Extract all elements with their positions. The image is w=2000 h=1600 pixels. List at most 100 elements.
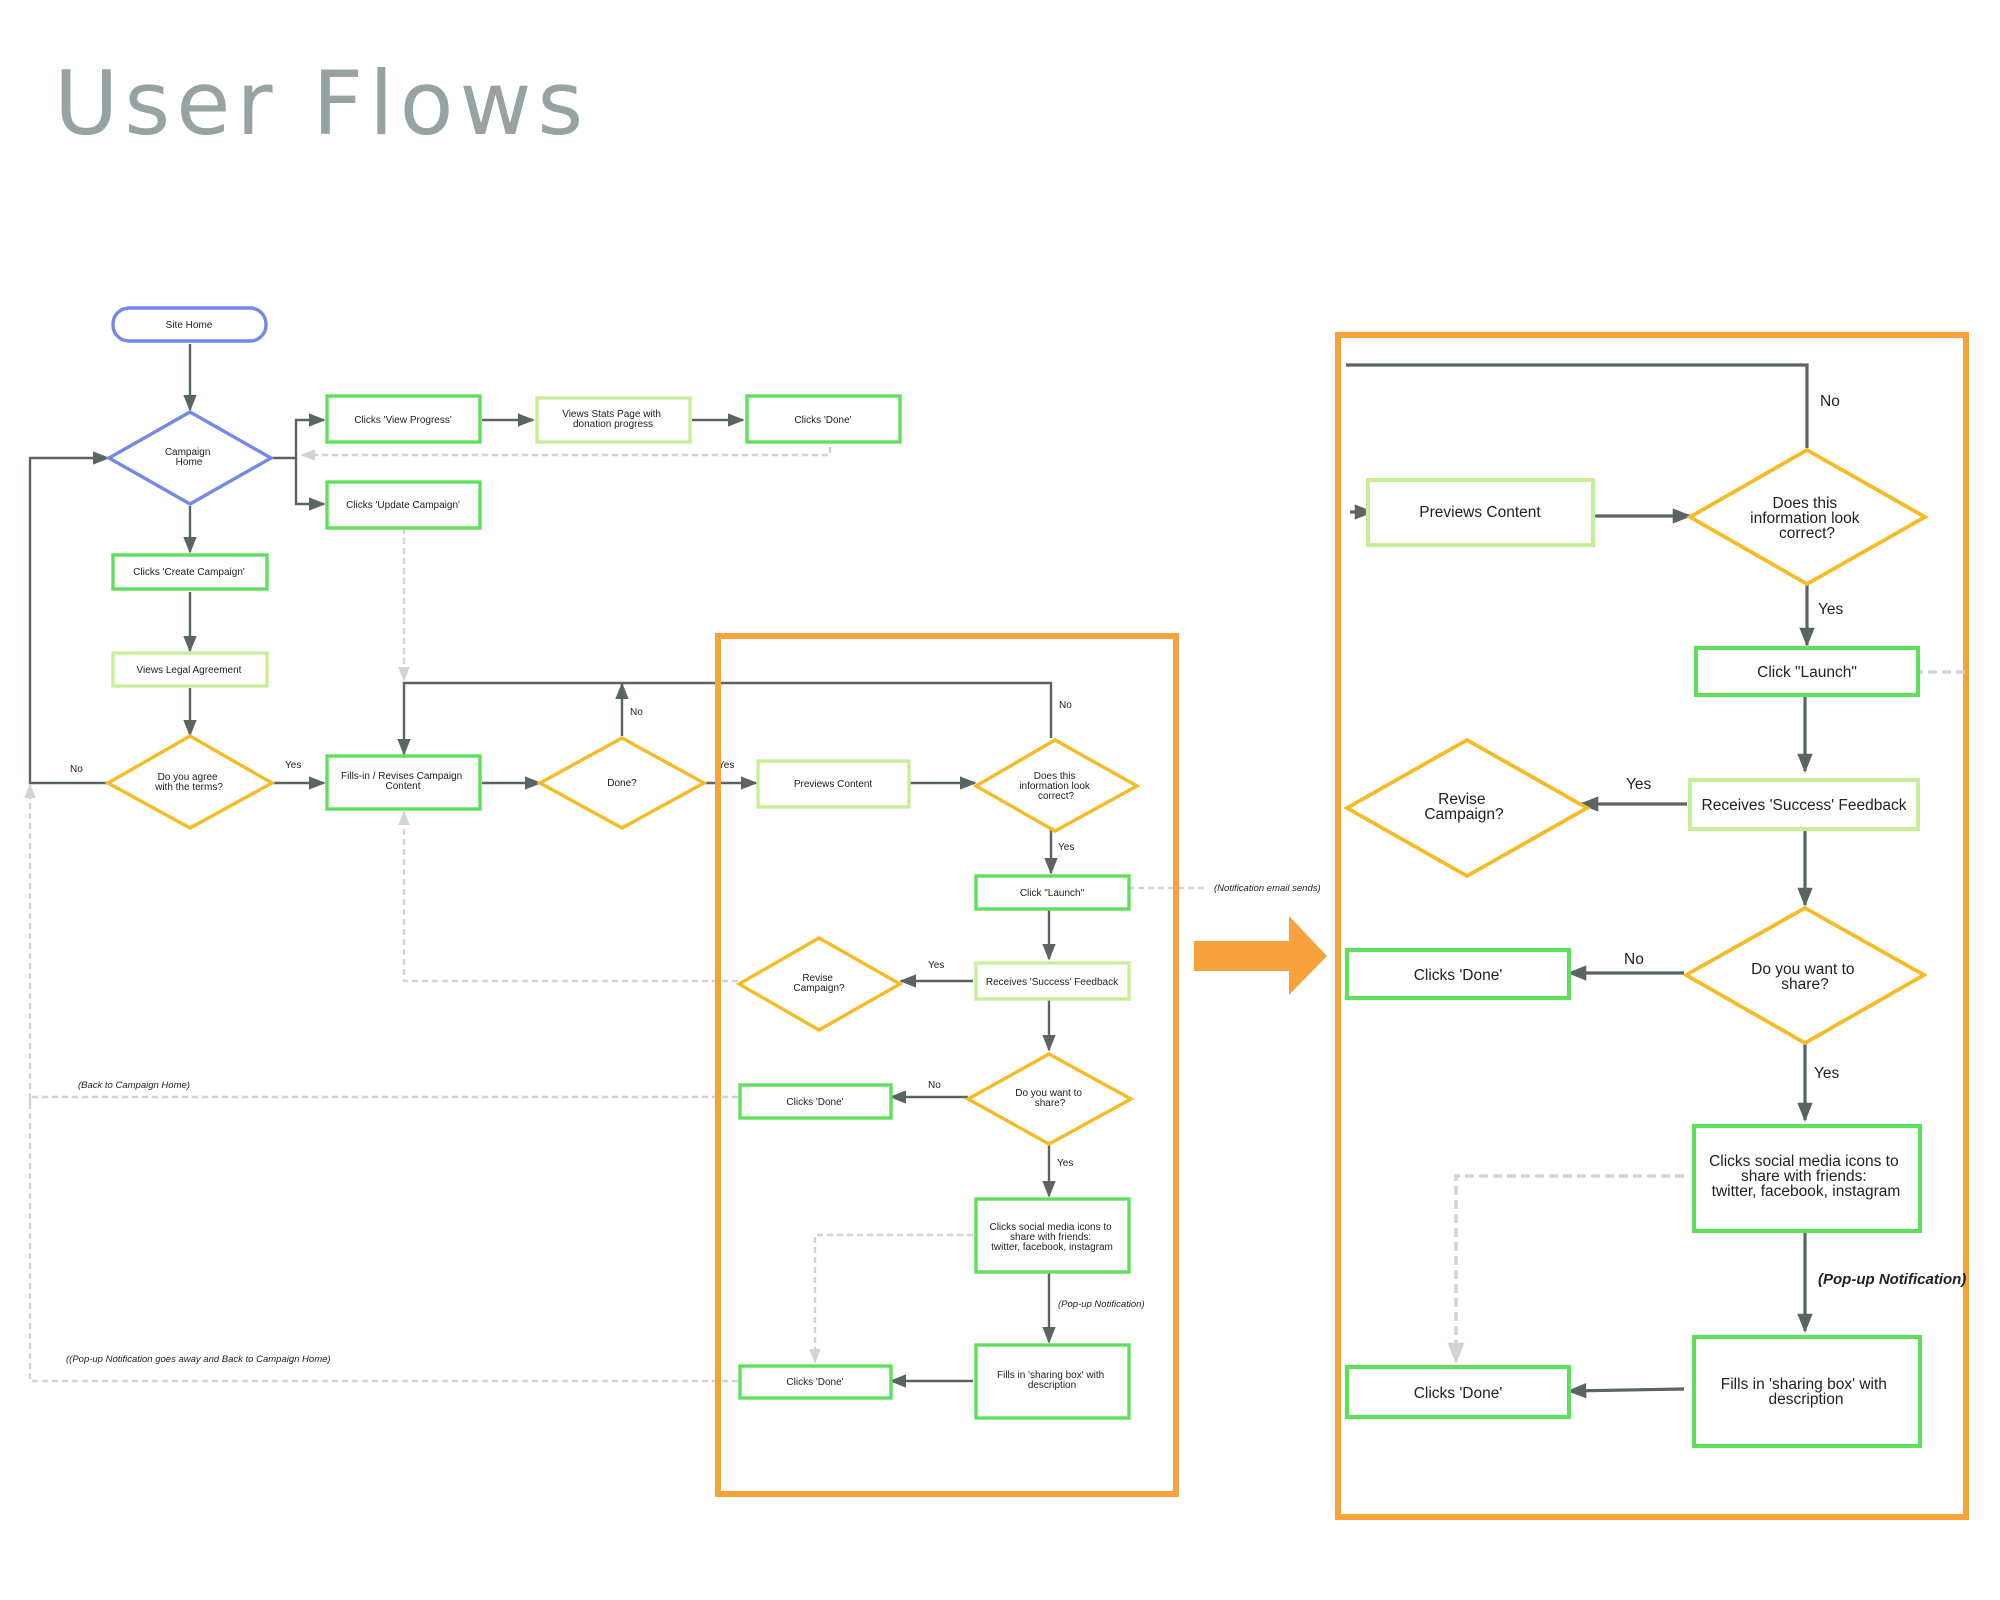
- node-stats-page: [535, 396, 692, 444]
- page-title: User Flows: [54, 52, 590, 155]
- label-no-info-zoom: No: [1820, 393, 1840, 410]
- fills-in-line-1: Fills-in / Revises Campaign: [341, 771, 462, 782]
- done-final-small-label: Clicks 'Done': [786, 1377, 843, 1388]
- stats-page-label: Views Stats Page with donation progress: [562, 409, 664, 430]
- node-done-share-no-zoom: [1344, 947, 1572, 1001]
- node-sharing-box-zoom: [1691, 1334, 1923, 1449]
- sharing-box-zoom-line-2: description: [1769, 1391, 1844, 1408]
- node-done-final-small: [738, 1364, 893, 1400]
- node-update-campaign: [325, 480, 482, 530]
- node-agree-terms: [104, 734, 276, 830]
- social-zoom-label: Clicks social media icons to share with …: [1709, 1153, 1903, 1200]
- info-correct-small-line-1: Does this: [1034, 771, 1076, 782]
- info-correct-small-line-2: information look: [1019, 781, 1091, 792]
- legal-agreement-label: Views Legal Agreement: [137, 665, 242, 676]
- node-legal-agreement: [111, 651, 269, 688]
- node-fills-in: [325, 754, 482, 811]
- node-revise-zoom: [1343, 737, 1591, 879]
- success-small-label: Receives 'Success' Feedback: [986, 977, 1119, 988]
- sharing-box-small-line-2: description: [1028, 1380, 1076, 1391]
- want-share-small-line-2: share?: [1035, 1098, 1066, 1109]
- node-done-share-no-small: [738, 1083, 893, 1120]
- node-sharing-box-small: [974, 1343, 1131, 1420]
- campaign-home-line-2: Home: [176, 457, 203, 468]
- sharing-box-small-label: Fills in 'sharing box' with description: [997, 1370, 1107, 1391]
- social-zoom-line-1: Clicks social media icons to: [1709, 1153, 1899, 1170]
- node-social-zoom: [1691, 1123, 1923, 1234]
- label-no-agree: No: [70, 764, 83, 775]
- label-yes-success-zoom: Yes: [1626, 776, 1652, 793]
- revise-small-line-1: Revise: [802, 973, 833, 984]
- done-final-zoom-label: Clicks 'Done': [1414, 1385, 1503, 1402]
- label-yes-info-zoom: Yes: [1818, 601, 1844, 618]
- zoom-flow-nodes: Previews Content Does this information l…: [1343, 447, 1929, 1449]
- revise-small-label: Revise Campaign?: [793, 973, 845, 994]
- sharing-box-zoom-label: Fills in 'sharing box' with description: [1721, 1376, 1891, 1408]
- campaign-home-label: Campaign Home: [165, 447, 213, 468]
- info-correct-zoom-line-2: information look: [1750, 510, 1860, 527]
- node-info-correct-zoom: [1686, 447, 1929, 587]
- highlight-frame-zoom: [1335, 332, 1969, 1520]
- launch-zoom-label: Click "Launch": [1757, 664, 1857, 681]
- agree-terms-line-2: with the terms?: [154, 782, 223, 793]
- node-site-home: [111, 306, 268, 343]
- zoom-flow-dashed-connectors: [1447, 670, 1968, 1365]
- zoom-arrow-icon: [1194, 916, 1327, 995]
- update-campaign-label: Clicks 'Update Campaign': [346, 500, 460, 511]
- want-share-zoom-line-1: Do you want to: [1751, 961, 1854, 978]
- create-campaign-label: Clicks 'Create Campaign': [133, 567, 245, 578]
- note-notification-email: (Notification email sends): [1214, 883, 1321, 894]
- small-flow-labels: No Yes No Yes No Yes Yes No Yes (Notific…: [66, 700, 1321, 1365]
- revise-zoom-line-1: Revise: [1438, 791, 1485, 808]
- node-info-correct-small: [972, 738, 1141, 833]
- small-flow-nodes: Site Home Campaign Home Clicks 'View Pro…: [104, 306, 1141, 1420]
- info-correct-zoom-line-3: correct?: [1779, 525, 1835, 542]
- label-yes-agree: Yes: [285, 760, 301, 771]
- note-popup-small: (Pop-up Notification): [1058, 1299, 1145, 1310]
- label-no-info-small: No: [1059, 700, 1072, 711]
- node-launch-small: [974, 874, 1131, 911]
- done-share-no-small-label: Clicks 'Done': [786, 1097, 843, 1108]
- node-launch-zoom: [1693, 645, 1921, 698]
- social-small-line-1: Clicks social media icons to: [989, 1222, 1112, 1233]
- node-create-campaign: [111, 553, 269, 591]
- previews-small-label: Previews Content: [794, 779, 873, 790]
- node-campaign-home: [105, 410, 275, 506]
- done-share-no-zoom-label: Clicks 'Done': [1414, 967, 1503, 984]
- info-correct-small-label: Does this information look correct?: [1019, 771, 1092, 802]
- node-revise-small: [735, 936, 904, 1032]
- label-no-done: No: [630, 707, 643, 718]
- revise-zoom-line-2: Campaign?: [1424, 806, 1504, 823]
- want-share-zoom-line-2: share?: [1781, 976, 1829, 993]
- done-top-label: Clicks 'Done': [794, 415, 851, 426]
- fills-in-line-2: Content: [385, 781, 420, 792]
- want-share-small-line-1: Do you want to: [1015, 1088, 1082, 1099]
- small-flow-connectors: [28, 344, 1058, 1388]
- label-yes-share-zoom: Yes: [1814, 1065, 1840, 1082]
- node-success-zoom: [1687, 777, 1921, 832]
- zoom-flow-connectors: [1346, 363, 1815, 1399]
- node-done-final-zoom: [1344, 1364, 1572, 1420]
- zoom-flow-labels: No Yes Yes No Yes (Pop-up Notification): [1624, 393, 1966, 1288]
- note-back-home: (Back to Campaign Home): [78, 1080, 190, 1091]
- node-done-top: [745, 394, 902, 444]
- note-popup-zoom: (Pop-up Notification): [1818, 1271, 1966, 1288]
- social-zoom-line-3: twitter, facebook, instagram: [1712, 1183, 1901, 1200]
- done-question-label: Done?: [607, 778, 637, 789]
- agree-terms-line-1: Do you agree: [158, 772, 218, 783]
- social-small-label: Clicks social media icons to share with …: [989, 1222, 1114, 1253]
- previews-zoom-label: Previews Content: [1419, 504, 1541, 521]
- highlight-frame-small: [715, 633, 1179, 1497]
- label-no-share-small: No: [928, 1080, 941, 1091]
- sharing-box-zoom-line-1: Fills in 'sharing box' with: [1721, 1376, 1887, 1393]
- want-share-zoom-label: Do you want to share?: [1751, 961, 1859, 993]
- node-want-share-zoom: [1682, 905, 1928, 1046]
- social-small-line-2: share with friends:: [1010, 1232, 1091, 1243]
- note-popup-back: ((Pop-up Notification goes away and Back…: [66, 1354, 331, 1365]
- node-view-progress: [325, 394, 482, 444]
- info-correct-zoom-line-1: Does this: [1773, 495, 1838, 512]
- node-success-small: [974, 961, 1131, 1001]
- site-home-label: Site Home: [166, 320, 213, 331]
- label-yes-done: Yes: [718, 760, 734, 771]
- agree-terms-label: Do you agree with the terms?: [154, 772, 223, 793]
